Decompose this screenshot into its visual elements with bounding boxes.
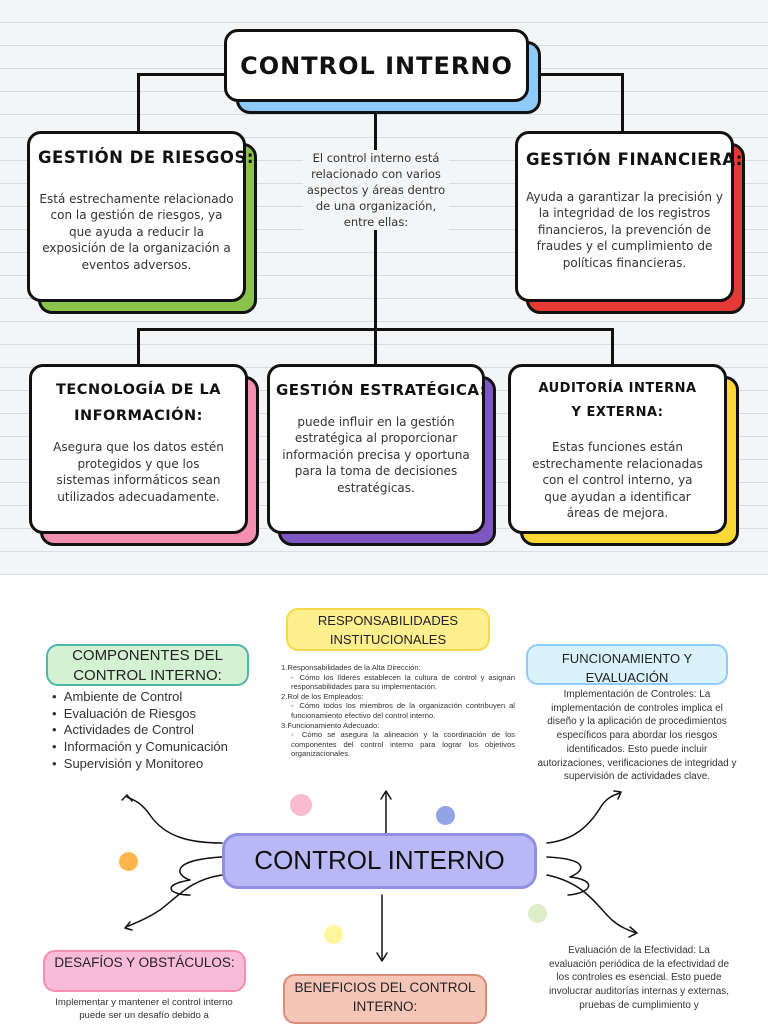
decorative-dot (436, 806, 455, 825)
list-item: • Evaluación de Riesgos (52, 705, 197, 721)
card-text: Asegura que los datos estén protegidos y… (53, 440, 224, 504)
connector-line (137, 328, 614, 331)
funcionamiento-title-box: FUNCIONAMIENTO Y EVALUACIÓN (526, 644, 728, 685)
responsabilidades-title-box: RESPONSABILIDADES INSTITUCIONALES (286, 608, 490, 651)
center-node: CONTROL INTERNO (222, 833, 537, 889)
curve-right-up (546, 792, 621, 844)
decorative-dot (119, 852, 138, 871)
resp-bullet: ◦ Cómo los líderes establecen la cultura… (291, 672, 515, 692)
beneficios-title: BENEFICIOS DEL CONTROL INTERNO: (294, 980, 476, 1015)
list-item: • Información y Comunicación (52, 739, 228, 755)
desafios-title-box: DESAFÍOS Y OBSTÁCULOS: (43, 950, 246, 992)
list-item: • Supervisión y Monitoreo (52, 755, 204, 771)
card-text: Está estrechamente relacionado con la ge… (39, 191, 234, 272)
funcionamiento-text: Implementación de Controles: La implemen… (537, 689, 737, 783)
arrow-head (380, 790, 392, 800)
card-title: GESTIÓN DE RIESGOS: (38, 148, 254, 167)
main-title-card: CONTROL INTERNO (224, 29, 544, 115)
componentes-title: COMPONENTES DEL CONTROL INTERNO: (72, 647, 223, 684)
funcionamiento-title: FUNCIONAMIENTO Y EVALUACIÓN (561, 651, 693, 686)
arrow-head (124, 921, 133, 931)
list-item: • Actividades de Control (52, 722, 194, 738)
responsabilidades-list: 1.Responsabilidades de la Alta Dirección… (281, 663, 515, 759)
decorative-dot (528, 904, 547, 923)
decorative-dot (324, 925, 343, 944)
intro-text: El control interno está relacionado con … (303, 150, 449, 230)
connector-line (137, 73, 227, 76)
resp-heading: 2.Rol de los Empleados: (281, 691, 364, 701)
card-title: TECNOLOGÍA DE LA INFORMACIÓN: (56, 382, 221, 424)
control-interno-diagram-panel: CONTROL INTERNO El control interno está … (0, 0, 768, 575)
card-text: Ayuda a garantizar la precisión y la int… (526, 189, 723, 270)
connector-line (611, 328, 614, 366)
arrow-head (628, 926, 638, 938)
card-gestion-riesgos: GESTIÓN DE RIESGOS: Está estrechamente r… (27, 131, 257, 314)
card-tecnologia-informacion: TECNOLOGÍA DE LA INFORMACIÓN: Asegura qu… (29, 364, 259, 546)
connector-line (621, 73, 624, 135)
main-title: CONTROL INTERNO (240, 51, 513, 80)
connector-line (137, 328, 140, 366)
card-title: GESTIÓN FINANCIERA: (526, 150, 743, 169)
curve-left-down (125, 874, 223, 928)
curve-left-up (126, 796, 223, 844)
card-title: AUDITORÍA INTERNA Y EXTERNA: (538, 381, 697, 420)
desafios-title: DESAFÍOS Y OBSTÁCULOS: (54, 955, 235, 970)
card-gestion-financiera: GESTIÓN FINANCIERA: Ayuda a garantizar l… (515, 131, 745, 314)
evaluacion-text: Evaluación de la Efectividad: La evaluac… (548, 945, 730, 1011)
list-item: • Ambiente de Control (52, 689, 183, 704)
resp-heading: 3.Funcionamiento Adecuado: (281, 720, 380, 730)
curve-left-mid (170, 856, 223, 896)
card-gestion-estrategica: GESTIÓN ESTRATÉGICA: puede influir en la… (267, 364, 496, 546)
arrow-head (613, 790, 622, 800)
resp-bullet: ◦ Cómo se asegura la alineación y la coo… (291, 730, 515, 759)
desafios-text: Implementar y mantener el control intern… (55, 997, 233, 1021)
connector-line (137, 73, 140, 135)
componentes-title-box: COMPONENTES DEL CONTROL INTERNO: (46, 644, 249, 686)
card-text: Estas funciones están estrechamente rela… (532, 440, 703, 520)
arrow-head (376, 952, 388, 962)
card-title: GESTIÓN ESTRATÉGICA: (276, 381, 487, 399)
arrow-head (121, 794, 133, 802)
control-interno-mindmap-panel: CONTROL INTERNO COMPONENTES DEL CONTROL … (0, 575, 768, 1024)
resp-heading: 1.Responsabilidades de la Alta Dirección… (281, 663, 421, 672)
responsabilidades-title: RESPONSABILIDADES INSTITUCIONALES (317, 613, 459, 648)
curve-right-down (546, 874, 637, 934)
center-title: CONTROL INTERNO (254, 845, 505, 876)
connector-line (374, 102, 377, 366)
connector-arrows (121, 790, 638, 962)
componentes-list: • Ambiente de Control • Evaluación de Ri… (52, 689, 262, 773)
connector-line (528, 73, 624, 76)
card-text: puede influir en la gestión estratégica … (282, 414, 470, 495)
decorative-dot (290, 794, 312, 816)
card-auditoria: AUDITORÍA INTERNA Y EXTERNA: Estas funci… (508, 364, 739, 546)
beneficios-title-box: BENEFICIOS DEL CONTROL INTERNO: (283, 974, 487, 1024)
resp-bullet: ◦ Cómo todos los miembros de la organiza… (291, 701, 515, 720)
